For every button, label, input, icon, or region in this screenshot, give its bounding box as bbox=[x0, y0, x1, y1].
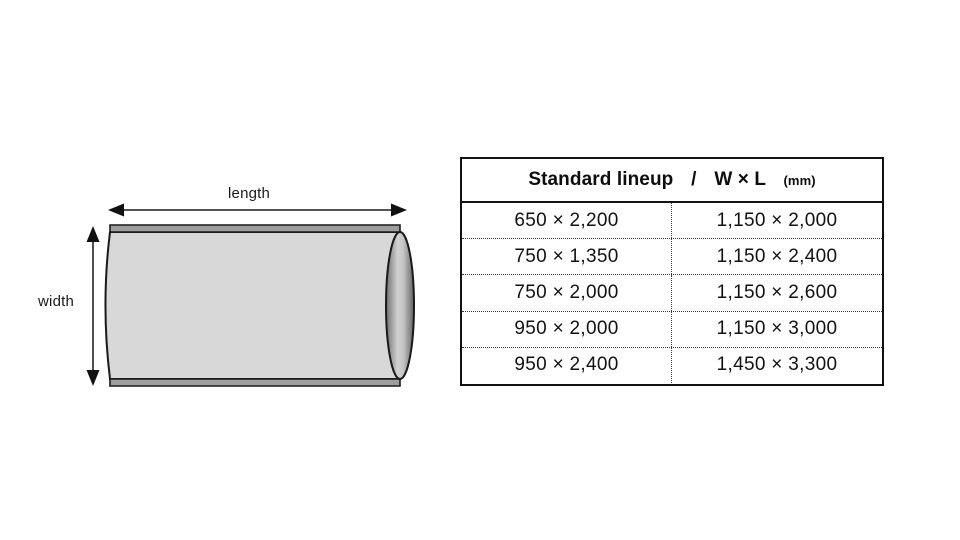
roll-top-edge-band bbox=[109, 224, 401, 233]
table-row: 750 × 1,350 1,150 × 2,400 bbox=[462, 239, 882, 276]
roll-end-cap bbox=[385, 231, 415, 380]
table-body: 650 × 2,200 1,150 × 2,000 750 × 1,350 1,… bbox=[462, 203, 882, 384]
size-cell: 950 × 2,000 bbox=[462, 311, 672, 347]
product-dimension-diagram: length width bbox=[0, 0, 460, 540]
size-cell: 1,150 × 2,600 bbox=[716, 282, 838, 303]
size-cell: 750 × 1,350 bbox=[462, 239, 672, 275]
table-row: 650 × 2,200 1,150 × 2,000 bbox=[462, 203, 882, 240]
size-cell: 750 × 2,000 bbox=[462, 275, 672, 311]
size-cell: 1,150 × 2,000 bbox=[716, 209, 838, 231]
size-cell: 950 × 2,400 bbox=[462, 347, 672, 384]
table-row: 950 × 2,400 1,450 × 3,300 bbox=[462, 347, 882, 384]
width-dimension-arrow bbox=[86, 226, 100, 386]
length-label: length bbox=[228, 185, 271, 202]
size-cell: 1,150 × 3,000 bbox=[716, 318, 838, 340]
header-unit-text: (mm) bbox=[783, 173, 816, 188]
standard-lineup-table: Standard lineup / W × L (mm) 650 × 2,200… bbox=[460, 157, 884, 386]
width-label: width bbox=[38, 293, 75, 310]
table-row: 750 × 2,000 1,150 × 2,600 bbox=[462, 275, 882, 312]
header-separator: / bbox=[691, 169, 697, 190]
roll-body bbox=[104, 231, 402, 380]
length-dimension-arrow bbox=[108, 203, 407, 217]
table-header-row: Standard lineup / W × L (mm) bbox=[462, 159, 882, 203]
header-spec-text: W × L bbox=[714, 169, 766, 190]
table-row: 950 × 2,000 1,150 × 3,000 bbox=[462, 311, 882, 348]
table-header-title: Standard lineup / W × L (mm) bbox=[528, 169, 815, 191]
roll-shape-svg bbox=[86, 203, 415, 387]
header-title-text: Standard lineup bbox=[528, 169, 674, 190]
size-cell: 1,150 × 2,400 bbox=[716, 245, 838, 267]
size-cell: 1,450 × 3,300 bbox=[716, 354, 838, 376]
roll-bottom-edge-band bbox=[109, 378, 401, 387]
size-cell: 650 × 2,200 bbox=[462, 203, 672, 239]
